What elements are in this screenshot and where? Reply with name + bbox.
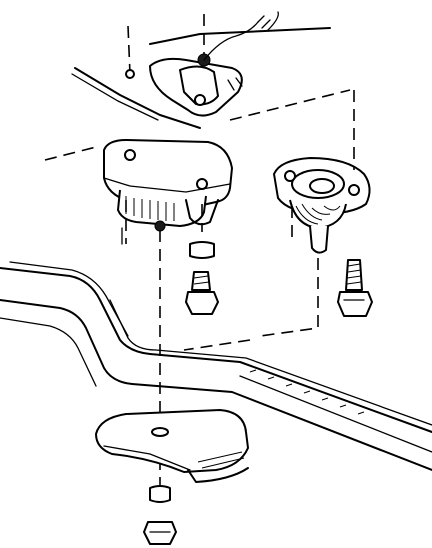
frame-rail [0, 261, 432, 471]
round-body-cushion [273, 157, 371, 254]
assembly-leader-lines [121, 200, 319, 498]
frame-outrigger-bracket [95, 409, 249, 483]
body-mount-cushion [103, 139, 233, 232]
mounting-bolt-right [337, 90, 373, 317]
mounting-bolt-center [185, 204, 219, 315]
retainer-nut-assembly [143, 485, 177, 545]
floor-panel [44, 14, 351, 161]
upper-mount-bracket [125, 11, 279, 117]
